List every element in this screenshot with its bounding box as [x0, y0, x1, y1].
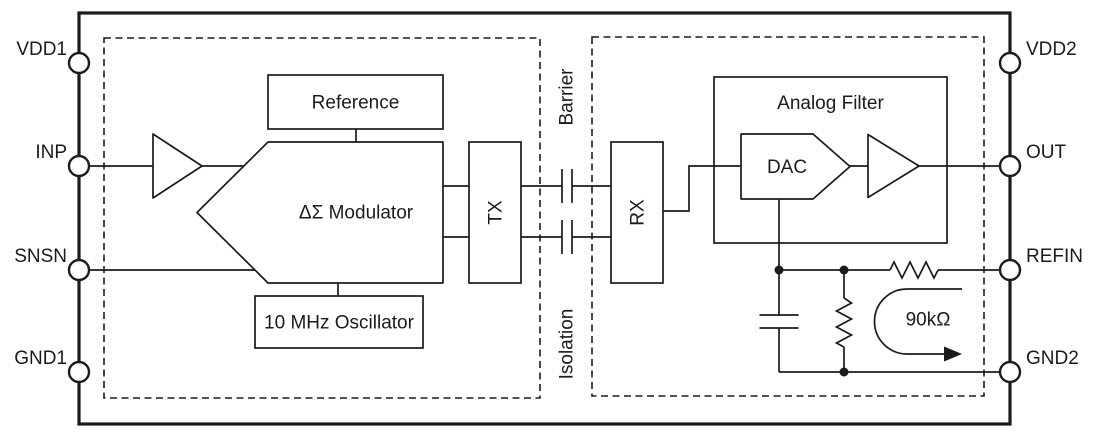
output-amplifier-icon [867, 133, 920, 199]
resistance-value-label: 90kΩ [906, 310, 951, 331]
total-resistance-arrow-icon [873, 288, 962, 355]
pin-vdd2 [998, 51, 1022, 75]
modulator-shape [196, 141, 444, 284]
dac-shape [740, 133, 851, 200]
pin-out [998, 154, 1022, 178]
wires [89, 129, 1001, 373]
pin-label-inp: INP [35, 142, 67, 163]
pin-label-gnd1: GND1 [14, 348, 67, 369]
pin-label-vdd2: VDD2 [1026, 39, 1077, 60]
rx-label: RX [628, 199, 649, 226]
pin-label-gnd2: GND2 [1026, 348, 1079, 369]
oscillator-label: 10 MHz Oscillator [264, 313, 415, 334]
pin-label-snsn: SNSN [14, 246, 67, 267]
junction-dot [839, 265, 849, 275]
analog-filter-label: Analog Filter [777, 93, 884, 114]
feedback-network: 90kΩ [759, 260, 962, 377]
isolation-barrier-label-top: Barrier [557, 68, 578, 126]
reference-label: Reference [312, 93, 400, 114]
pin-snsn [67, 258, 91, 282]
pins-left: VDD1 INP SNSN GND1 [14, 39, 91, 384]
pin-gnd2 [998, 360, 1022, 384]
pin-refin [998, 258, 1022, 282]
pin-label-out: OUT [1026, 142, 1067, 163]
input-amplifier-icon [152, 133, 203, 199]
filter-capacitor-icon [759, 314, 799, 329]
isolation-capacitor-icon-top [561, 169, 573, 203]
pin-label-vdd1: VDD1 [16, 39, 67, 60]
low-side-dashed-region [591, 36, 985, 397]
rx-block [610, 141, 664, 284]
pins-right: VDD2 OUT REFIN GND2 [998, 39, 1083, 384]
arrowhead-icon [944, 346, 962, 362]
high-side-dashed-region [103, 37, 541, 399]
pin-vdd1 [67, 51, 91, 75]
junction-dot [774, 265, 784, 275]
modulator-label: ΔΣ Modulator [299, 203, 414, 224]
junction-dot [839, 367, 849, 377]
oscillator-block [254, 295, 424, 349]
pin-inp [67, 154, 91, 178]
dac-label: DAC [767, 157, 807, 178]
pin-gnd1 [67, 360, 91, 384]
tx-label: TX [486, 200, 507, 225]
isolation-barrier-label-bottom: Isolation [557, 309, 578, 380]
pin-label-refin: REFIN [1026, 246, 1083, 267]
shunt-resistor-icon [834, 297, 854, 348]
tx-block [468, 141, 522, 284]
series-resistor-icon [889, 260, 939, 280]
isolation-capacitor-icon-bottom [561, 220, 573, 254]
wire-rx-to-dac [663, 165, 741, 212]
